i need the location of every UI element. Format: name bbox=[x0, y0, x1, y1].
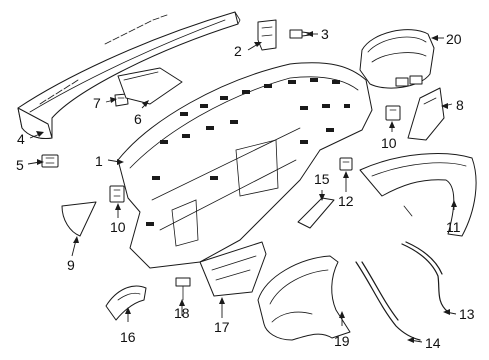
callout-20: 20 bbox=[446, 31, 462, 47]
callout-5: 5 bbox=[16, 157, 24, 173]
callout-12: 12 bbox=[338, 193, 354, 209]
callout-7: 7 bbox=[93, 95, 101, 111]
wire-strip-13 bbox=[401, 241, 449, 313]
callout-14: 14 bbox=[425, 335, 441, 351]
callout-labels: 1 2 3 4 5 6 7 8 9 10 10 11 12 13 14 15 1… bbox=[16, 26, 475, 351]
cluster-housing-19 bbox=[257, 255, 351, 341]
knee-bracket-16 bbox=[105, 285, 147, 321]
callout-2: 2 bbox=[234, 43, 242, 59]
clip-10-left bbox=[109, 185, 125, 203]
wire-strip-14 bbox=[355, 261, 421, 341]
callout-19: 19 bbox=[334, 333, 350, 349]
dash-top-cover bbox=[17, 11, 241, 139]
clip-10-right bbox=[385, 105, 401, 121]
callout-1: 1 bbox=[95, 153, 103, 169]
callout-4: 4 bbox=[17, 131, 25, 147]
side-bracket-8 bbox=[407, 87, 445, 141]
trim-piece-15 bbox=[297, 197, 335, 229]
callout-10-left: 10 bbox=[110, 219, 126, 235]
instrument-panel-frame bbox=[117, 62, 373, 269]
cover-panel-6 bbox=[117, 67, 183, 105]
screw-18 bbox=[175, 277, 191, 301]
leader-lines bbox=[27, 31, 457, 343]
airbag-module-20 bbox=[359, 29, 435, 89]
clip-12 bbox=[339, 157, 353, 171]
callout-16: 16 bbox=[120, 329, 136, 345]
callout-8: 8 bbox=[456, 97, 464, 113]
side-trim-11 bbox=[359, 153, 477, 237]
mounting-bracket-2 bbox=[257, 19, 277, 51]
lower-bezel-17 bbox=[199, 241, 267, 297]
callout-13: 13 bbox=[459, 306, 475, 322]
end-cover-9 bbox=[61, 201, 97, 237]
bracket-7 bbox=[114, 93, 129, 107]
callout-11: 11 bbox=[446, 219, 461, 235]
callout-9: 9 bbox=[67, 257, 75, 273]
clip-5 bbox=[41, 154, 59, 168]
callout-6: 6 bbox=[134, 111, 142, 127]
callout-15: 15 bbox=[314, 171, 330, 187]
callout-17: 17 bbox=[214, 319, 230, 335]
callout-18: 18 bbox=[174, 305, 190, 321]
callout-3: 3 bbox=[321, 26, 329, 42]
callout-10-right: 10 bbox=[381, 135, 397, 151]
